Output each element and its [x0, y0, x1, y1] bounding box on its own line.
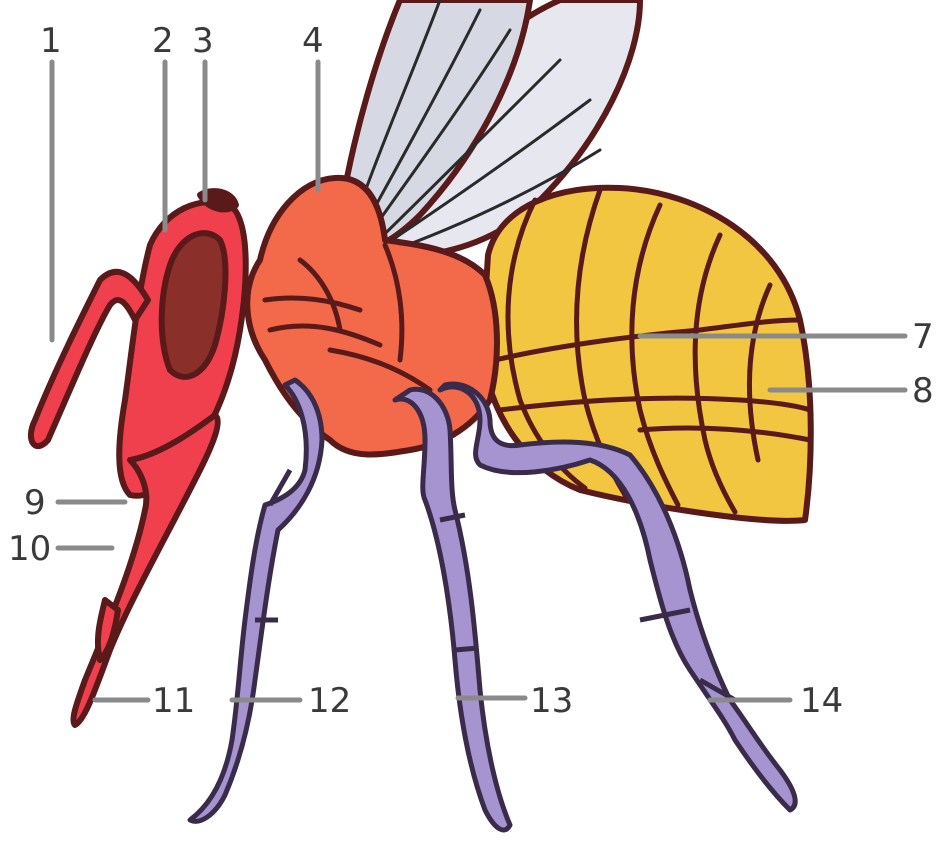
label-7: 7	[912, 317, 934, 357]
label-8: 8	[912, 371, 934, 411]
label-3: 3	[192, 21, 214, 61]
label-13: 13	[530, 681, 573, 721]
label-14: 14	[800, 681, 843, 721]
label-1: 1	[40, 21, 62, 61]
head	[31, 191, 246, 725]
label-4: 4	[302, 21, 324, 61]
label-2: 2	[152, 21, 174, 61]
label-10: 10	[8, 529, 51, 569]
label-9: 9	[24, 483, 46, 523]
mandibles	[73, 415, 217, 725]
label-11: 11	[152, 681, 195, 721]
label-12: 12	[308, 681, 351, 721]
labial-palp	[98, 600, 118, 660]
